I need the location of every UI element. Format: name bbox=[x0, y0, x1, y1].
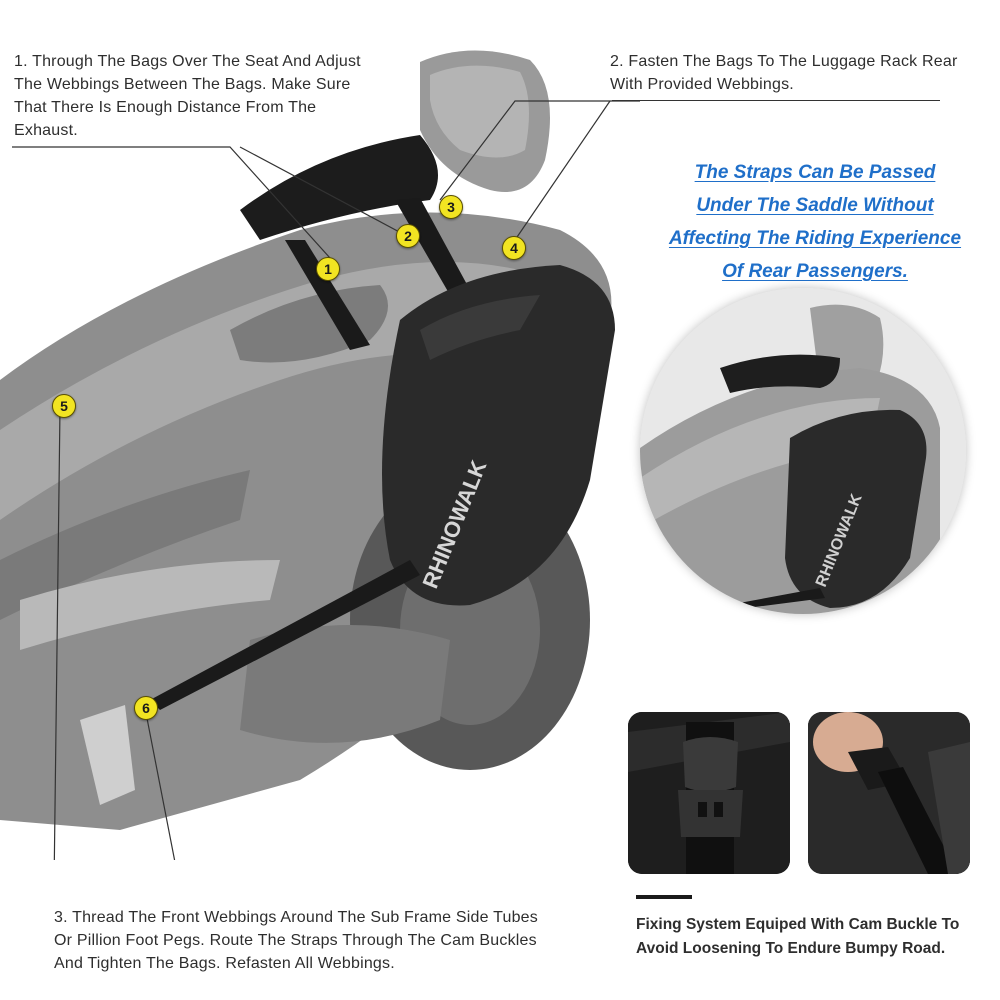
highlight-line-4: Of Rear Passengers. bbox=[722, 261, 908, 282]
step-1-text: 1. Through The Bags Over The Seat And Ad… bbox=[14, 53, 361, 139]
marker-1: 1 bbox=[316, 257, 340, 281]
strap-pull-photo bbox=[808, 712, 970, 874]
step-3-text: 3. Thread The Front Webbings Around The … bbox=[54, 909, 538, 972]
highlight-line-3: Affecting The Riding Experience bbox=[668, 228, 962, 249]
highlight-line-1: The Straps Can Be Passed bbox=[694, 162, 936, 183]
cam-buckle-photo bbox=[628, 712, 790, 874]
marker-5: 5 bbox=[52, 394, 76, 418]
fixing-system-accent-bar bbox=[636, 895, 692, 899]
marker-2: 2 bbox=[396, 224, 420, 248]
marker-3: 3 bbox=[439, 195, 463, 219]
step2-leader-line bbox=[612, 100, 940, 102]
inset-circle-photo: RHINOWALK bbox=[640, 288, 966, 614]
step-2-text: 2. Fasten The Bags To The Luggage Rack R… bbox=[610, 53, 958, 93]
highlight-callout: The Straps Can Be Passed Under The Saddl… bbox=[650, 156, 980, 288]
marker-4: 4 bbox=[502, 236, 526, 260]
highlight-line-2: Under The Saddle Without bbox=[696, 195, 934, 216]
scooter-illustration: RHINOWALK bbox=[0, 50, 640, 860]
fixing-system-text: Fixing System Equiped With Cam Buckle To… bbox=[636, 916, 960, 957]
marker-6: 6 bbox=[134, 696, 158, 720]
